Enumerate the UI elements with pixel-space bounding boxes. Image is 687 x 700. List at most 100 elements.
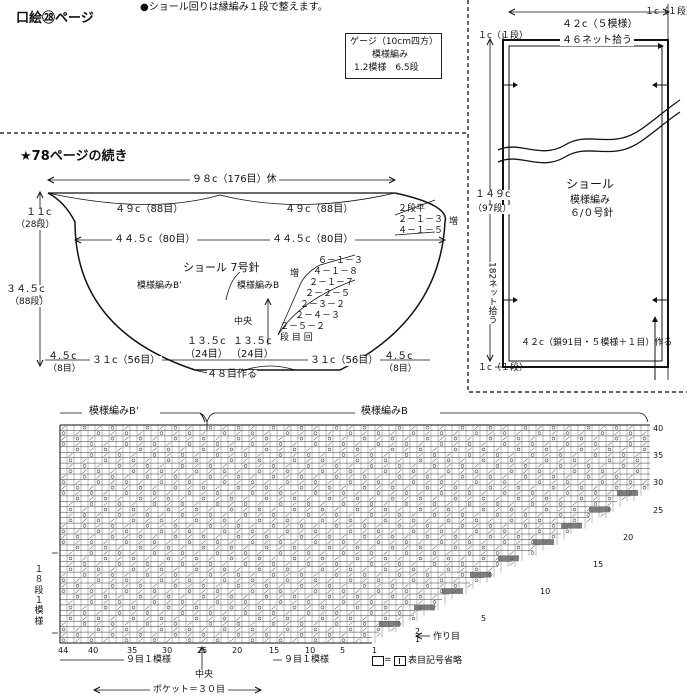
chart-col-lines: [59, 452, 649, 458]
chart-label-b-prime: 模様編みB’: [86, 407, 143, 417]
chart-stitch-marks: [68, 518, 591, 523]
chart-increase-cells: [442, 588, 463, 594]
chart-stitch-marks: [68, 605, 437, 610]
chart-stitch-marks: [68, 463, 640, 468]
body-left-top: ４９c（88目）: [115, 204, 184, 215]
chart-col-lines: [59, 446, 649, 453]
shaping-row-6: ２－５－２: [280, 322, 326, 332]
shaping-footer: 段 目 回: [280, 333, 313, 343]
chart-stitch-marks: [68, 611, 416, 615]
chart-col-lines: [59, 523, 586, 529]
rows-label-2: １: [34, 596, 44, 607]
row-num-30: 30: [653, 478, 664, 487]
col-num-25: 25: [197, 646, 208, 655]
chart-stitch-marks: [75, 594, 437, 599]
body-right-top: ４９c（88目）: [285, 204, 354, 215]
legend-text: 表目記号省略: [408, 656, 463, 666]
row-num-2: 2: [415, 627, 421, 636]
body-left-edge-sts: （8目）: [48, 364, 81, 374]
body-height-main: ３４.５c: [6, 284, 45, 295]
right-bottom-width: ４２c（鎖91目・５模様＋１目）作る: [521, 338, 673, 348]
body-right-half-sts: （24目）: [231, 349, 274, 360]
page-reference: 口絵㉘ページ: [16, 11, 94, 26]
chart-col-lines: [59, 517, 593, 524]
body-height-top: １１c: [26, 207, 52, 218]
chart-col-lines: [59, 463, 649, 469]
chart-col-lines: [59, 474, 649, 480]
chart-increase-cells: [470, 572, 491, 578]
body-top-width: ９８c（176目）休: [190, 174, 279, 185]
chart-col-lines: [59, 632, 383, 638]
chart-col-lines: [59, 583, 474, 589]
chart-stitch-marks: [68, 453, 640, 457]
row-num-20: 20: [623, 533, 634, 542]
chart-outline: [59, 424, 650, 644]
chart-stitch-marks: [61, 480, 647, 485]
body-height-top-rows: （28段）: [16, 220, 55, 230]
chart-col-lines: [59, 468, 649, 475]
chart-col-lines: [59, 534, 565, 540]
row-num-40: 40: [653, 424, 664, 433]
chart-col-lines: [59, 604, 439, 611]
chart-stitch-marks: [68, 507, 612, 512]
body-left-bottom: ３１c（56目）: [90, 355, 163, 366]
chart-col-lines: [59, 555, 523, 562]
body-title: ショール 7号針: [183, 261, 260, 274]
chart-stitch-marks: [75, 447, 647, 452]
chart-stitch-marks: [61, 491, 633, 495]
col-num-20: 20: [232, 646, 243, 655]
chart-col-lines: [59, 441, 649, 447]
chart-col-lines: [59, 566, 502, 573]
body-right-bottom: ３１c（56目）: [308, 355, 381, 366]
right-pickup-top: ４６ネット拾う: [560, 35, 634, 46]
chart-increase-cells: [498, 555, 519, 562]
body-pattern-b: 模様編みB: [237, 281, 280, 291]
chart-stitch-marks: [61, 589, 458, 594]
chart-col-lines: [59, 501, 621, 507]
body-right-mid: ４４.５c（80目）: [270, 234, 356, 245]
row-num-25: 25: [653, 506, 664, 515]
repeat-right: ９目１模様: [282, 655, 332, 665]
chart-stitch-marks: [61, 632, 381, 637]
gauge-box: ゲージ（10cm四方） 模様編み 1.2模様 6.5段: [345, 33, 442, 79]
chart-col-lines: [59, 544, 544, 551]
chart-rows-label: １８ 段 １ 模 様: [32, 565, 46, 627]
body-right-half: １３.５c: [233, 336, 272, 347]
chart-stitch-marks: [68, 567, 493, 572]
chart-label-b: 模様編みB: [358, 407, 411, 417]
gauge-title: ゲージ（10cm四方）: [350, 37, 438, 47]
col-num-44: 44: [58, 646, 69, 655]
edge-note: ●ショール回りは縁編み１段で整えます。: [140, 2, 328, 13]
shaping-row-5: ２－４－３: [295, 311, 341, 321]
chart-stitch-marks: [75, 496, 626, 501]
chart-col-lines: [59, 550, 537, 556]
body-left-mid: ４４.５c（80目）: [112, 234, 198, 245]
chart-col-lines: [59, 425, 649, 431]
gauge-pattern: 模様編み: [372, 50, 409, 60]
chart-increase-cells: [414, 604, 435, 611]
chart-stitch-marks: [61, 442, 647, 446]
chart-stitch-marks: [61, 529, 570, 534]
shaping-top-1: ２－１－３: [398, 215, 444, 225]
col-num-1: 1: [372, 646, 378, 655]
chart-stitch-marks: [61, 583, 472, 588]
chart-stitch-marks: [68, 513, 605, 517]
body-right-edge-sts: （8目）: [384, 364, 417, 374]
right-shawl-height-rows: （97段）: [473, 204, 512, 214]
chart-col-lines: [59, 457, 649, 464]
chart-stitch-marks: [61, 622, 402, 626]
pocket-label: ポケット＝３０目: [150, 686, 229, 695]
legend-knit-symbol: [394, 656, 406, 666]
row-num-5: 5: [481, 614, 487, 623]
body-height-main-rows: （88段）: [10, 297, 49, 307]
col-num-5: 5: [340, 646, 346, 655]
chart-increase-cells: [379, 621, 400, 627]
chart-col-lines: [59, 637, 376, 643]
chart-stitch-marks: [68, 556, 514, 561]
rows-label-1: 段: [34, 585, 44, 596]
chart-stitch-marks: [68, 458, 640, 463]
body-left-half-sts: （24目）: [185, 349, 228, 360]
